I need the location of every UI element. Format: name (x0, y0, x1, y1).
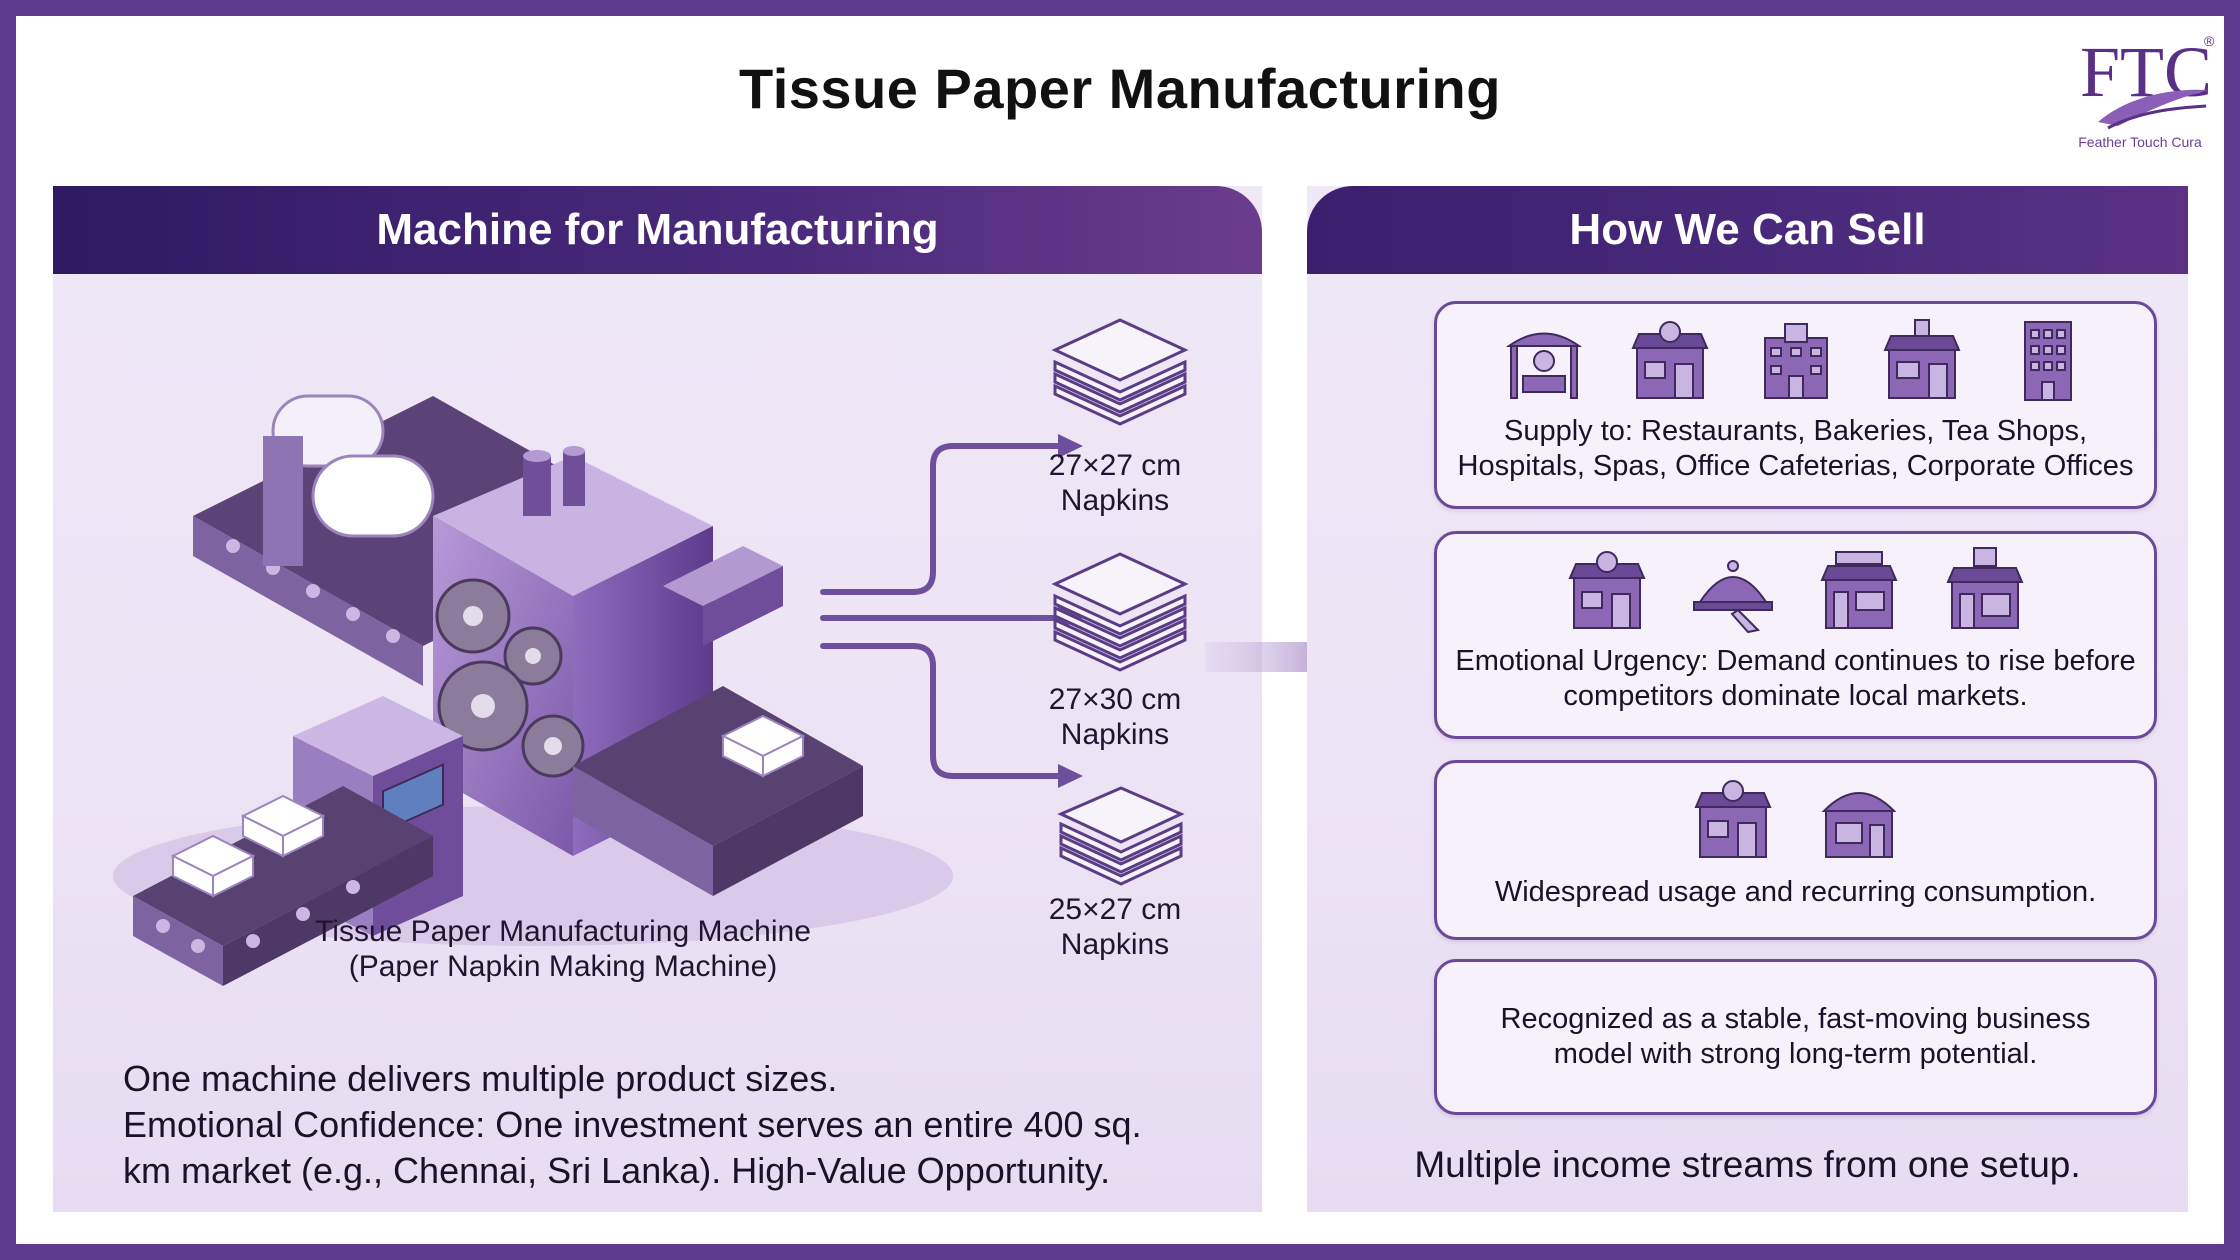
svg-text:®: ® (2204, 33, 2215, 49)
machine-caption: Tissue Paper Manufacturing Machine (Pape… (315, 915, 811, 983)
sell-panel-heading: How We Can Sell (1307, 186, 2188, 274)
clinic-icon (1882, 319, 1961, 399)
machine-summary: One machine delivers multiple product si… (123, 1058, 1142, 1191)
hospital-icon (1763, 323, 1828, 399)
restaurant-icon (1630, 321, 1709, 399)
cloche-icon (1692, 560, 1773, 634)
napkin-stack-icon (1057, 786, 1185, 886)
sell-footer: Multiple income streams from one setup. (1414, 1144, 2081, 1185)
machine-panel: Machine for Manufacturing (53, 186, 1262, 1212)
ftc-logo: FTC ® (2080, 32, 2215, 130)
napkin-stack-icon (1051, 552, 1189, 672)
spa-icon (1505, 332, 1582, 399)
page-title: Tissue Paper Manufacturing (739, 57, 1501, 120)
tissue-machine-illustration (113, 394, 953, 986)
sales-card-2: Emotional Urgency: Demand continues to r… (1434, 531, 2157, 739)
office-building-icon (2023, 321, 2072, 401)
machine-panel-heading: Machine for Manufacturing (53, 186, 1262, 274)
restaurant-icon (1567, 551, 1646, 629)
restaurant-icon (1693, 780, 1772, 858)
bakery-icon (1821, 792, 1896, 858)
storefront-icon (1819, 551, 1898, 629)
sales-card-1: Supply to: Restaurants, Bakeries, Tea Sh… (1434, 301, 2157, 509)
sell-panel: How We Can Sell Supply to: Restaurants, … (1307, 186, 2188, 1212)
logo-tagline: Feather Touch Cura (2078, 134, 2202, 150)
sales-card-3: Widespread usage and recurring consumpti… (1434, 760, 2157, 940)
shop-icon (1945, 547, 2024, 629)
sales-card-4: Recognized as a stable, fast-moving busi… (1434, 959, 2157, 1115)
napkin-stack-icon (1051, 318, 1189, 426)
